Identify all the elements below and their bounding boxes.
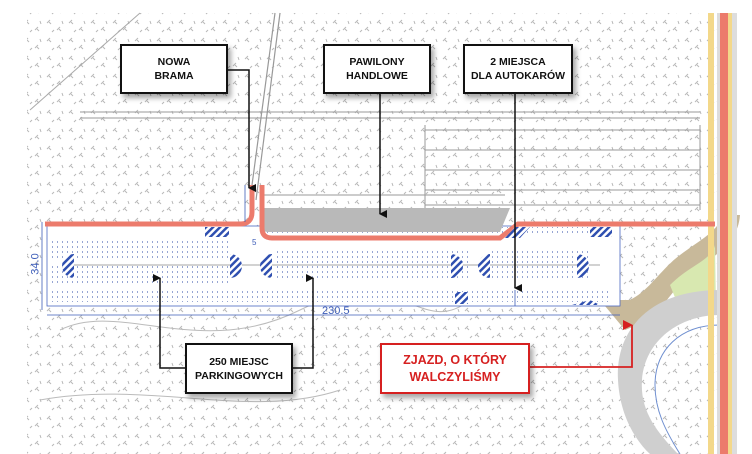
callout-exit: ZJAZD, O KTÓRY WALCZYLIŚMY xyxy=(380,343,530,394)
parking-lot xyxy=(46,225,621,307)
callout-text: BRAMA xyxy=(154,70,194,82)
dimension-lines xyxy=(41,185,620,316)
pavilion-area xyxy=(262,208,510,232)
callout-text: DLA AUTOKARÓW xyxy=(470,70,566,82)
callout-new-gate: NOWA BRAMA xyxy=(120,44,228,94)
callout-text: WALCZYLIŚMY xyxy=(409,369,501,384)
callout-arrows xyxy=(153,69,633,369)
callout-pavilions: PAWILONY HANDLOWE xyxy=(323,44,431,94)
callout-bus-spots: 2 MIEJSCA DLA AUTOKARÓW xyxy=(463,44,573,94)
callout-text: NOWA xyxy=(157,56,191,68)
callout-text: PAWILONY xyxy=(349,56,405,68)
lot-height-dimension: 34.0 xyxy=(29,253,42,275)
red-access-road xyxy=(45,185,715,241)
callout-text: PARKINGOWYCH xyxy=(195,369,283,382)
roundabout-road xyxy=(617,290,721,454)
main-road-right xyxy=(708,13,737,454)
callout-text: 2 MIEJSCA xyxy=(490,56,546,68)
callout-text: 250 MIEJSC xyxy=(209,355,269,368)
callout-text: ZJAZD, O KTÓRY xyxy=(403,352,507,367)
gate-width-dimension: 5 xyxy=(252,238,257,247)
lot-length-dimension: 230.5 xyxy=(322,305,350,317)
hatched-markings xyxy=(62,227,612,305)
callout-text: HANDLOWE xyxy=(346,70,408,82)
